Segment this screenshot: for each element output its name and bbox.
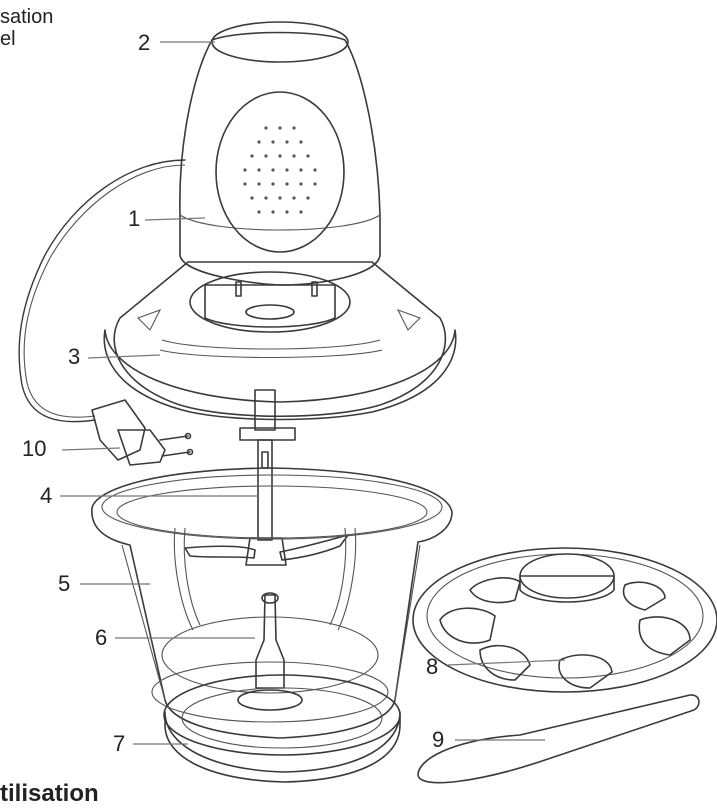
vent-dot — [299, 168, 303, 172]
spatula — [417, 694, 700, 784]
vent-dot — [285, 140, 289, 144]
vent-dot — [292, 154, 296, 158]
vent-dot — [243, 182, 247, 186]
vent-dot — [250, 196, 254, 200]
power-cord — [18, 159, 186, 423]
motor-unit — [179, 31, 381, 286]
vent-dot — [278, 196, 282, 200]
callout-6: 6 — [95, 625, 108, 650]
pulse-button — [211, 21, 349, 63]
vent-dot — [313, 182, 317, 186]
vent-dot — [285, 168, 289, 172]
vent-dot — [278, 126, 282, 130]
callout-10: 10 — [22, 436, 47, 461]
vent-dot — [299, 210, 303, 214]
vent-dot — [285, 210, 289, 214]
vent-dot — [271, 140, 275, 144]
power-cord-inner — [23, 164, 186, 418]
callout-4: 4 — [40, 483, 53, 508]
vent-dot — [264, 154, 268, 158]
callout-1: 1 — [128, 206, 141, 231]
vent-dot — [264, 126, 268, 130]
power-plug — [91, 399, 194, 466]
vent-dots — [243, 126, 317, 214]
callout-7: 7 — [113, 731, 126, 756]
vent-dot — [250, 154, 254, 158]
vent-dot — [313, 168, 317, 172]
callout-3: 3 — [68, 344, 81, 369]
header-fragment: sation el — [0, 6, 53, 50]
vent-dot — [299, 140, 303, 144]
vent-dot — [306, 154, 310, 158]
leader-lines — [60, 41, 566, 745]
vent-dot — [271, 210, 275, 214]
vent-dot — [278, 154, 282, 158]
vent-dot — [264, 196, 268, 200]
callout-9: 9 — [432, 727, 445, 752]
vent-dot — [257, 140, 261, 144]
vent-dot — [285, 182, 289, 186]
vent-dot — [292, 196, 296, 200]
vent-dot — [257, 168, 261, 172]
vent-dot — [299, 182, 303, 186]
header-fragment-line2: el — [0, 28, 16, 50]
footer-fragment: tilisation — [0, 780, 99, 807]
lid — [103, 261, 457, 421]
vent-dot — [257, 210, 261, 214]
callout-2: 2 — [138, 30, 151, 55]
vent-dot — [292, 126, 296, 130]
vent-dot — [306, 196, 310, 200]
vent-dot — [243, 168, 247, 172]
storage-lid — [412, 547, 717, 693]
callout-5: 5 — [58, 571, 71, 596]
header-fragment-line1: sation — [0, 6, 54, 28]
vent-dot — [257, 182, 261, 186]
non-slip-base — [163, 674, 401, 783]
vent-dot — [271, 182, 275, 186]
vent-dot — [271, 168, 275, 172]
callout-8: 8 — [426, 654, 439, 679]
